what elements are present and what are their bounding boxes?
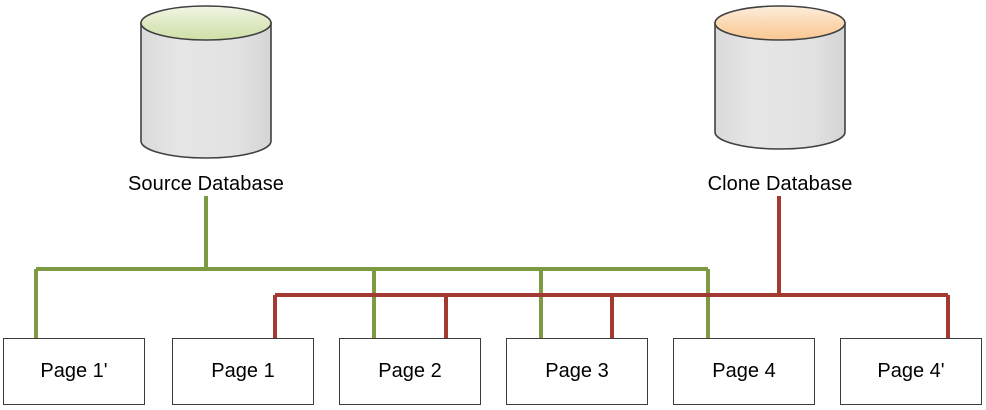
page-box-label: Page 2 [378, 360, 442, 382]
page-box-label: Page 1 [211, 360, 275, 382]
page-box-label: Page 3 [545, 360, 609, 382]
clone-database-label: Clone Database [707, 173, 853, 195]
page-box-page-1[interactable]: Page 1 [172, 338, 314, 405]
clone-database-connector [273, 196, 950, 340]
page-box-label: Page 1' [40, 360, 108, 382]
clone-database-cylinder-icon [714, 5, 846, 150]
source-database-cylinder-icon [140, 5, 272, 159]
page-box-page-4-prime[interactable]: Page 4' [840, 338, 982, 405]
page-box-label: Page 4 [712, 360, 776, 382]
page-box-page-4[interactable]: Page 4 [673, 338, 815, 405]
source-database-label: Source Database [127, 173, 285, 195]
source-database-connector [34, 196, 710, 340]
page-box-page-3[interactable]: Page 3 [506, 338, 648, 405]
page-box-page-1-prime[interactable]: Page 1' [3, 338, 145, 405]
page-box-page-2[interactable]: Page 2 [339, 338, 481, 405]
page-box-label: Page 4' [877, 360, 945, 382]
